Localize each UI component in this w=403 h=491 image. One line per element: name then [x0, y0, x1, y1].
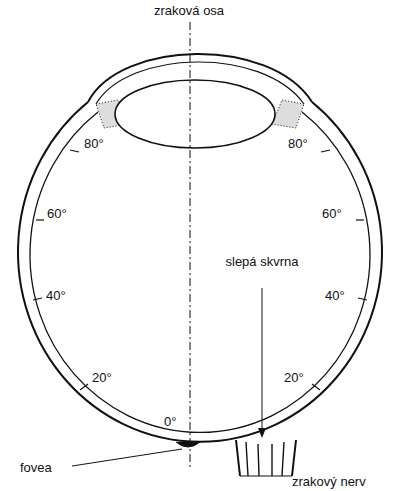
- angle-label: 40°: [46, 288, 66, 303]
- angle-label: 20°: [284, 370, 304, 385]
- angle-label: 40°: [325, 288, 345, 303]
- angle-label: 20°: [92, 370, 112, 385]
- angle-label: 80°: [84, 136, 104, 151]
- angle-label: 60°: [322, 206, 342, 221]
- angle-label: 0°: [164, 414, 176, 429]
- angle-label: 60°: [47, 206, 67, 221]
- angle-label: 80°: [288, 136, 308, 151]
- blind-spot-label: slepá skvrna: [222, 254, 302, 269]
- fovea-label: fovea: [20, 460, 52, 475]
- axis-label: zraková osa: [154, 3, 224, 18]
- optic-nerve-label: zrakový nerv: [292, 474, 366, 489]
